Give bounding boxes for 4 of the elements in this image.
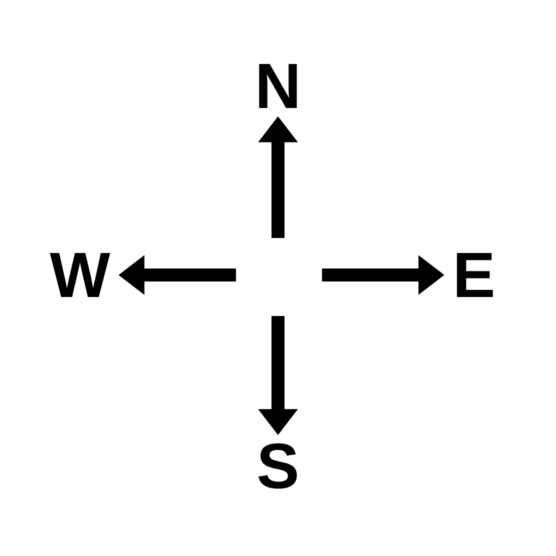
compass-letter: N bbox=[259, 64, 297, 108]
compass-letter: E bbox=[456, 252, 493, 297]
compass-letter: S bbox=[258, 443, 297, 489]
compass-letter: W bbox=[50, 252, 110, 297]
